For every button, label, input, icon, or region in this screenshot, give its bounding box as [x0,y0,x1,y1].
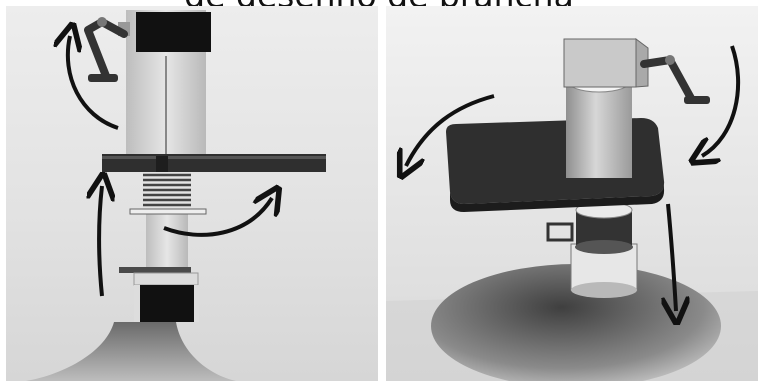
spring-collar [130,209,206,214]
right-view-panel [386,6,758,381]
up-arrow [99,186,102,296]
spring-coil [143,175,191,205]
upper-column [118,10,211,156]
crank-handle-icon [644,55,710,104]
lower-column [119,212,199,322]
platform-board [102,154,326,172]
crank-handle-icon [88,17,124,82]
left-view-panel [6,6,378,381]
base-foot [26,322,236,381]
